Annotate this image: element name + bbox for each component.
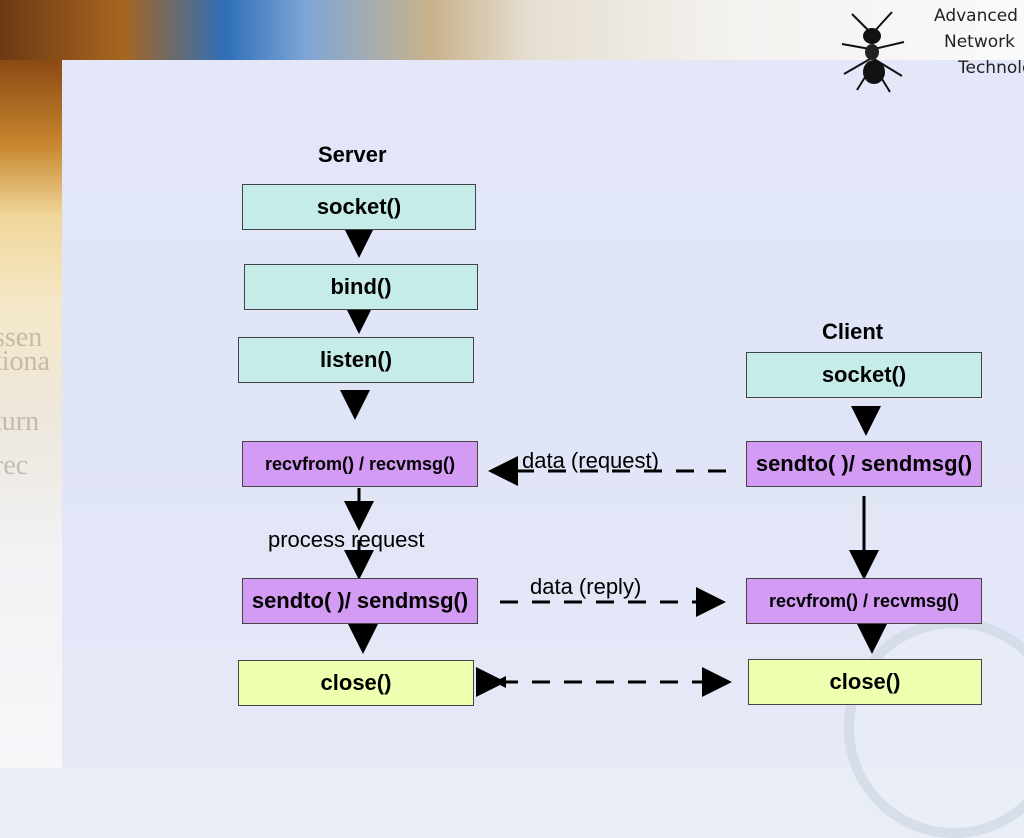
server-close-box: close() bbox=[238, 660, 474, 706]
server-heading: Server bbox=[318, 142, 387, 167]
header-decoration bbox=[0, 0, 1024, 60]
client-close-box: close() bbox=[748, 659, 982, 705]
server-socket-box: socket() bbox=[242, 184, 476, 230]
connector-layer bbox=[340, 228, 887, 697]
reply-label: data (reply) bbox=[530, 574, 642, 599]
side-decoration: ssen tiona turn rec bbox=[0, 60, 62, 768]
server-send-box: sendto( )/ sendmsg() bbox=[242, 578, 478, 624]
logo: Advanced Network Technology bbox=[824, 0, 1024, 95]
client-socket-box: socket() bbox=[746, 352, 982, 398]
ghost-text-decoration: ssen bbox=[0, 322, 43, 353]
logo-line-1: Advanced bbox=[934, 6, 1018, 26]
process-request-label: process request bbox=[268, 527, 425, 552]
ghost-text-decoration: rec bbox=[0, 450, 29, 481]
server-recv-box: recvfrom() / recvmsg() bbox=[242, 441, 478, 487]
ghost-text-decoration: tiona bbox=[0, 346, 50, 377]
ant-icon bbox=[841, 11, 905, 93]
server-listen-box: listen() bbox=[238, 337, 474, 383]
client-recv-box: recvfrom() / recvmsg() bbox=[746, 578, 982, 624]
client-heading: Client bbox=[822, 319, 884, 344]
client-send-box: sendto( )/ sendmsg() bbox=[746, 441, 982, 487]
ghost-text-decoration: turn bbox=[0, 406, 40, 437]
logo-line-3: Technology bbox=[958, 58, 1024, 78]
logo-line-2: Network bbox=[944, 32, 1015, 52]
server-bind-box: bind() bbox=[244, 264, 478, 310]
request-label: data (request) bbox=[522, 448, 659, 473]
